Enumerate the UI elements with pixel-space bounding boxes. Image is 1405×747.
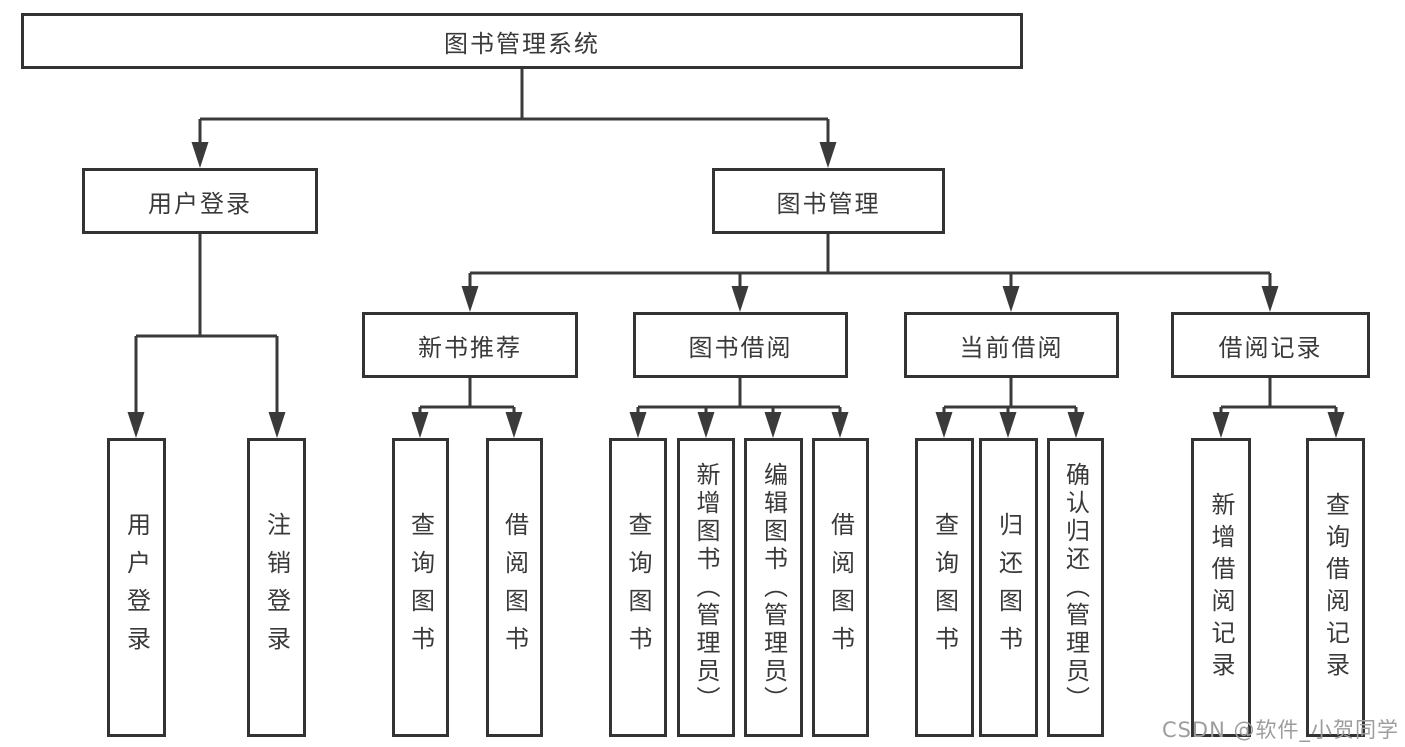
leaf-label: 借阅图书 — [500, 511, 529, 664]
leaf-confirm-return-admin: 确认归还（管理员） — [1047, 438, 1104, 737]
arrowhead-down-icon — [935, 412, 953, 438]
leaf-add-borrow-record: 新增借阅记录 — [1191, 438, 1251, 737]
arrowhead-down-icon — [505, 412, 523, 438]
connector-new-book-recommendation — [418, 378, 516, 416]
arrowhead-down-icon — [1261, 286, 1279, 312]
node-user-login: 用户登录 — [82, 168, 318, 234]
leaf-label: 借阅图书 — [826, 511, 855, 664]
node-label: 图书管理系统 — [444, 29, 600, 58]
leaf-query-borrow-record: 查询借阅记录 — [1306, 438, 1365, 737]
arrowhead-down-icon — [831, 412, 849, 438]
arrowhead-down-icon — [999, 412, 1017, 438]
node-book-management: 图书管理 — [712, 168, 945, 234]
arrowhead-down-icon — [1067, 412, 1085, 438]
connector-current-borrowing — [942, 378, 1078, 416]
leaf-label: 查询图书 — [624, 511, 652, 664]
node-label: 借阅记录 — [1218, 333, 1323, 362]
leaf-label: 新增借阅记录 — [1207, 491, 1235, 684]
arrowhead-down-icon — [411, 412, 429, 438]
arrowhead-down-icon — [127, 412, 145, 438]
leaf-query-books-2: 查询图书 — [609, 438, 667, 737]
leaf-label: 用户登录 — [122, 511, 151, 664]
leaf-logout: 注销登录 — [247, 438, 306, 737]
node-label: 用户登录 — [148, 189, 252, 218]
connector-root — [198, 68, 830, 146]
node-book-borrowing: 图书借阅 — [633, 312, 848, 378]
arrowhead-down-icon — [764, 412, 782, 438]
leaf-label: 新增图书（管理员） — [692, 461, 720, 714]
arrowhead-down-icon — [461, 286, 479, 312]
node-label: 图书借阅 — [688, 333, 793, 362]
leaf-borrow-books-2: 借阅图书 — [812, 438, 869, 737]
arrowhead-down-icon — [629, 412, 647, 438]
node-new-book-recommendation: 新书推荐 — [362, 312, 578, 378]
arrowhead-down-icon — [819, 142, 837, 168]
leaf-return-books: 归还图书 — [979, 438, 1038, 737]
leaf-label: 归还图书 — [994, 511, 1023, 664]
leaf-label: 注销登录 — [262, 511, 291, 664]
node-current-borrowing: 当前借阅 — [904, 312, 1119, 378]
csdn-watermark: CSDN @软件_小贺同学 — [1161, 718, 1399, 742]
arrowhead-down-icon — [1002, 286, 1020, 312]
leaf-label: 编辑图书（管理员） — [759, 461, 788, 714]
arrowhead-down-icon — [731, 286, 749, 312]
connector-user-login — [134, 234, 279, 416]
leaf-label: 确认归还（管理员） — [1061, 461, 1090, 714]
arrowhead-down-icon — [1212, 412, 1230, 438]
node-borrowing-records: 借阅记录 — [1171, 312, 1370, 378]
leaf-add-books-admin: 新增图书（管理员） — [677, 438, 735, 737]
arrowhead-down-icon — [1327, 412, 1345, 438]
node-label: 新书推荐 — [418, 333, 522, 362]
connector-borrowing-records — [1219, 378, 1338, 416]
leaf-query-books-1: 查询图书 — [392, 438, 449, 737]
leaf-label: 查询借阅记录 — [1321, 491, 1350, 684]
arrowhead-down-icon — [697, 412, 715, 438]
leaf-borrow-books-1: 借阅图书 — [486, 438, 543, 737]
leaf-query-books-3: 查询图书 — [915, 438, 974, 737]
connector-book-management — [468, 234, 1272, 290]
node-library-management-system: 图书管理系统 — [21, 13, 1023, 69]
leaf-edit-books-admin: 编辑图书（管理员） — [744, 438, 803, 737]
leaf-label: 查询图书 — [406, 511, 435, 664]
node-label: 当前借阅 — [959, 333, 1064, 362]
node-label: 图书管理 — [776, 189, 881, 218]
connector-book-borrowing — [636, 378, 842, 416]
arrowhead-down-icon — [191, 142, 209, 168]
arrowhead-down-icon — [268, 412, 286, 438]
leaf-user-login: 用户登录 — [107, 438, 166, 737]
leaf-label: 查询图书 — [930, 511, 959, 664]
